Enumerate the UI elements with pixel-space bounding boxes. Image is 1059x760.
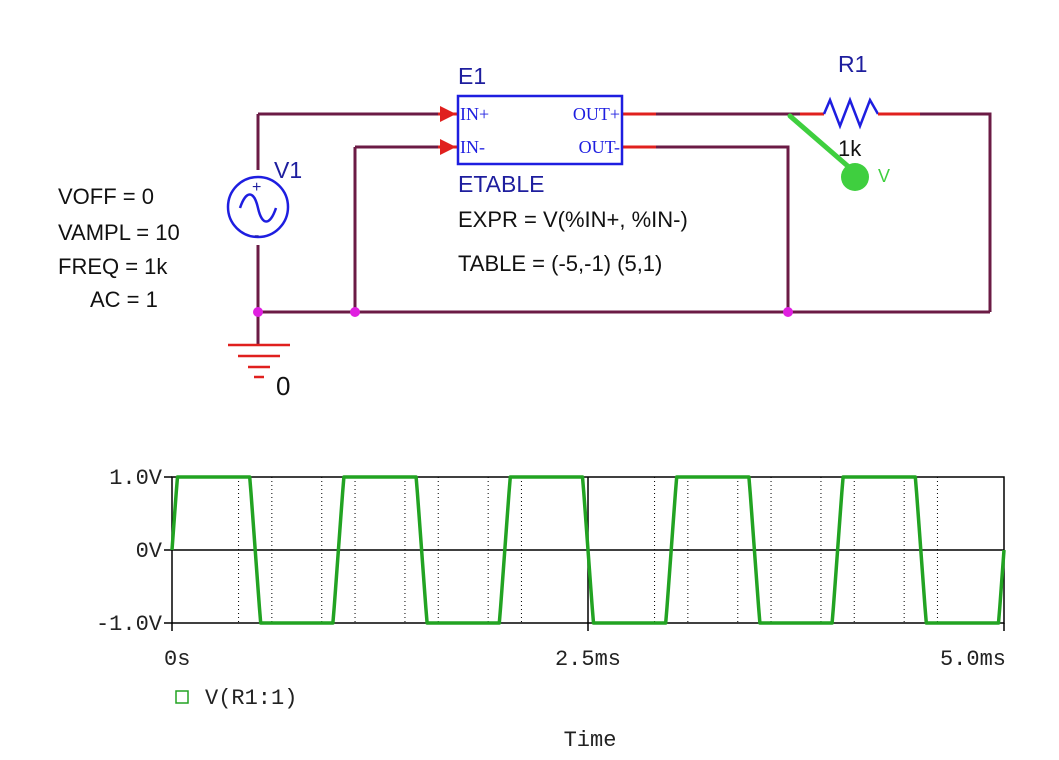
ground-label: 0: [276, 371, 290, 401]
resistor-value: 1k: [838, 136, 862, 161]
y-tick-label: 0V: [136, 539, 163, 564]
pin-label-out-plus: OUT+: [573, 104, 620, 124]
source-minus-sign: -: [254, 227, 259, 244]
source-param-voff: VOFF = 0: [58, 184, 154, 209]
junction-dot: [350, 307, 360, 317]
source-param-freq: FREQ = 1k: [58, 254, 168, 279]
junction-dot: [783, 307, 793, 317]
pin-label-in-plus: IN+: [460, 104, 489, 124]
source-v1[interactable]: + - V1: [226, 157, 302, 244]
source-circle: [226, 175, 290, 239]
x-tick-label: 5.0ms: [940, 647, 1006, 672]
series-line-v-r1-1[interactable]: [170, 475, 1006, 625]
ground-symbol[interactable]: [228, 343, 290, 379]
sine-icon: [238, 193, 278, 223]
wire-r1-right[interactable]: [920, 112, 992, 312]
arrow-icon: [440, 139, 456, 155]
legend-swatch: [175, 690, 189, 704]
source-param-vampl: VAMPL = 10: [58, 220, 180, 245]
x-tick-label: 0s: [164, 647, 190, 672]
probe-stem: [787, 113, 853, 171]
voltage-probe[interactable]: V: [787, 113, 890, 191]
arrow-icon: [440, 106, 456, 122]
probe-head: [841, 163, 869, 191]
source-ref: V1: [274, 157, 302, 183]
pin-label-in-minus: IN-: [460, 137, 485, 157]
source-plus-sign: +: [252, 179, 261, 196]
etable-e1[interactable]: IN+ IN- OUT+ OUT- E1 ETABLE: [438, 63, 656, 197]
pin-label-out-minus: OUT-: [579, 137, 620, 157]
legend-series-label[interactable]: V(R1:1): [205, 686, 297, 711]
junction-dot: [253, 307, 263, 317]
resistor-ref: R1: [838, 51, 867, 77]
etable-table: TABLE = (-5,-1) (5,1): [458, 251, 662, 276]
resistor-r1[interactable]: R1 1k: [800, 51, 920, 161]
etable-model: ETABLE: [458, 171, 545, 197]
etable-ref: E1: [458, 63, 486, 89]
probe-label: V: [878, 166, 890, 186]
etable-body: [456, 94, 624, 166]
wire-out-minus[interactable]: [656, 145, 790, 312]
y-tick-label: 1.0V: [109, 466, 163, 491]
source-param-ac: AC = 1: [90, 287, 158, 312]
schematic: + - V1 VOFF = 0 VAMPL = 10 FREQ = 1k AC …: [58, 51, 992, 401]
x-tick-label: 2.5ms: [555, 647, 621, 672]
x-axis-label: Time: [564, 728, 617, 753]
y-tick-label: -1.0V: [96, 612, 163, 637]
etable-expr: EXPR = V(%IN+, %IN-): [458, 207, 688, 232]
wire-in-minus[interactable]: [353, 145, 438, 312]
resistor-zigzag: [822, 96, 880, 130]
